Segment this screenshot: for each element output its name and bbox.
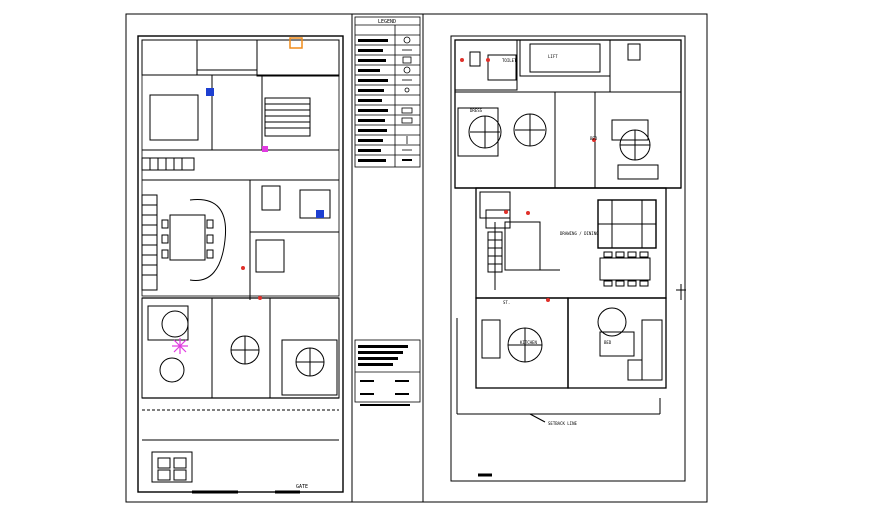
setback-label: SETBACK LINE xyxy=(548,421,577,426)
room-label-bed-right: BED xyxy=(590,136,598,141)
title-block xyxy=(354,339,421,406)
room-label-store: ST. xyxy=(503,300,510,305)
room-label-lift: LIFT xyxy=(548,54,558,59)
left-sheet-frame xyxy=(125,13,708,503)
room-label-toilet: TOILET xyxy=(502,58,517,63)
legend-title: LEGEND xyxy=(378,19,396,25)
right-floor-plan xyxy=(450,35,686,482)
gate-label: GATE xyxy=(296,484,308,490)
left-plan-accents xyxy=(172,37,324,354)
room-label-dress: DRESS xyxy=(470,108,483,113)
room-label-kitchen: KITCHEN xyxy=(520,340,537,345)
room-label-bed-left: BED xyxy=(604,340,612,345)
left-floor-plan xyxy=(137,35,344,494)
right-plan-accents xyxy=(460,58,596,302)
room-label-drawing-dining: DRAWING / DINING xyxy=(560,231,599,236)
room-labels: TOILET LIFT BED DRAWING / DINING ST. KIT… xyxy=(470,54,612,426)
legend-table xyxy=(354,16,421,168)
